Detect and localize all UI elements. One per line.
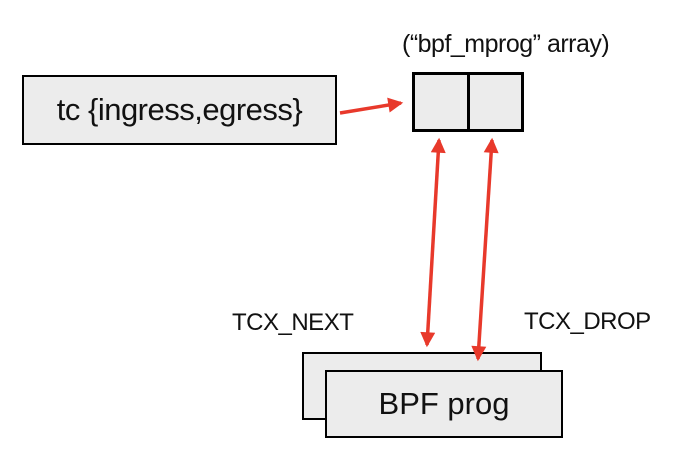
tcx-next-label: TCX_NEXT: [232, 309, 354, 336]
bpf-prog-label: BPF prog: [378, 386, 510, 421]
mprog-array-caption: (“bpf_mprog” array): [402, 30, 610, 58]
tcx-drop-label: TCX_DROP: [524, 308, 651, 335]
mprog-bpf-left-double-arrow: [420, 137, 446, 348]
mprog-cell: [470, 75, 522, 129]
mprog-array-box: [412, 72, 524, 132]
tc-hook-label: tc {ingress,egress}: [56, 92, 303, 127]
tc-hook-box: tc {ingress,egress}: [22, 75, 337, 145]
mprog-cell: [415, 75, 470, 129]
bpf-prog-box-front: BPF prog: [325, 370, 563, 438]
tc-to-mprog-arrow: [339, 97, 404, 115]
mprog-bpf-right-double-arrow: [471, 137, 499, 362]
